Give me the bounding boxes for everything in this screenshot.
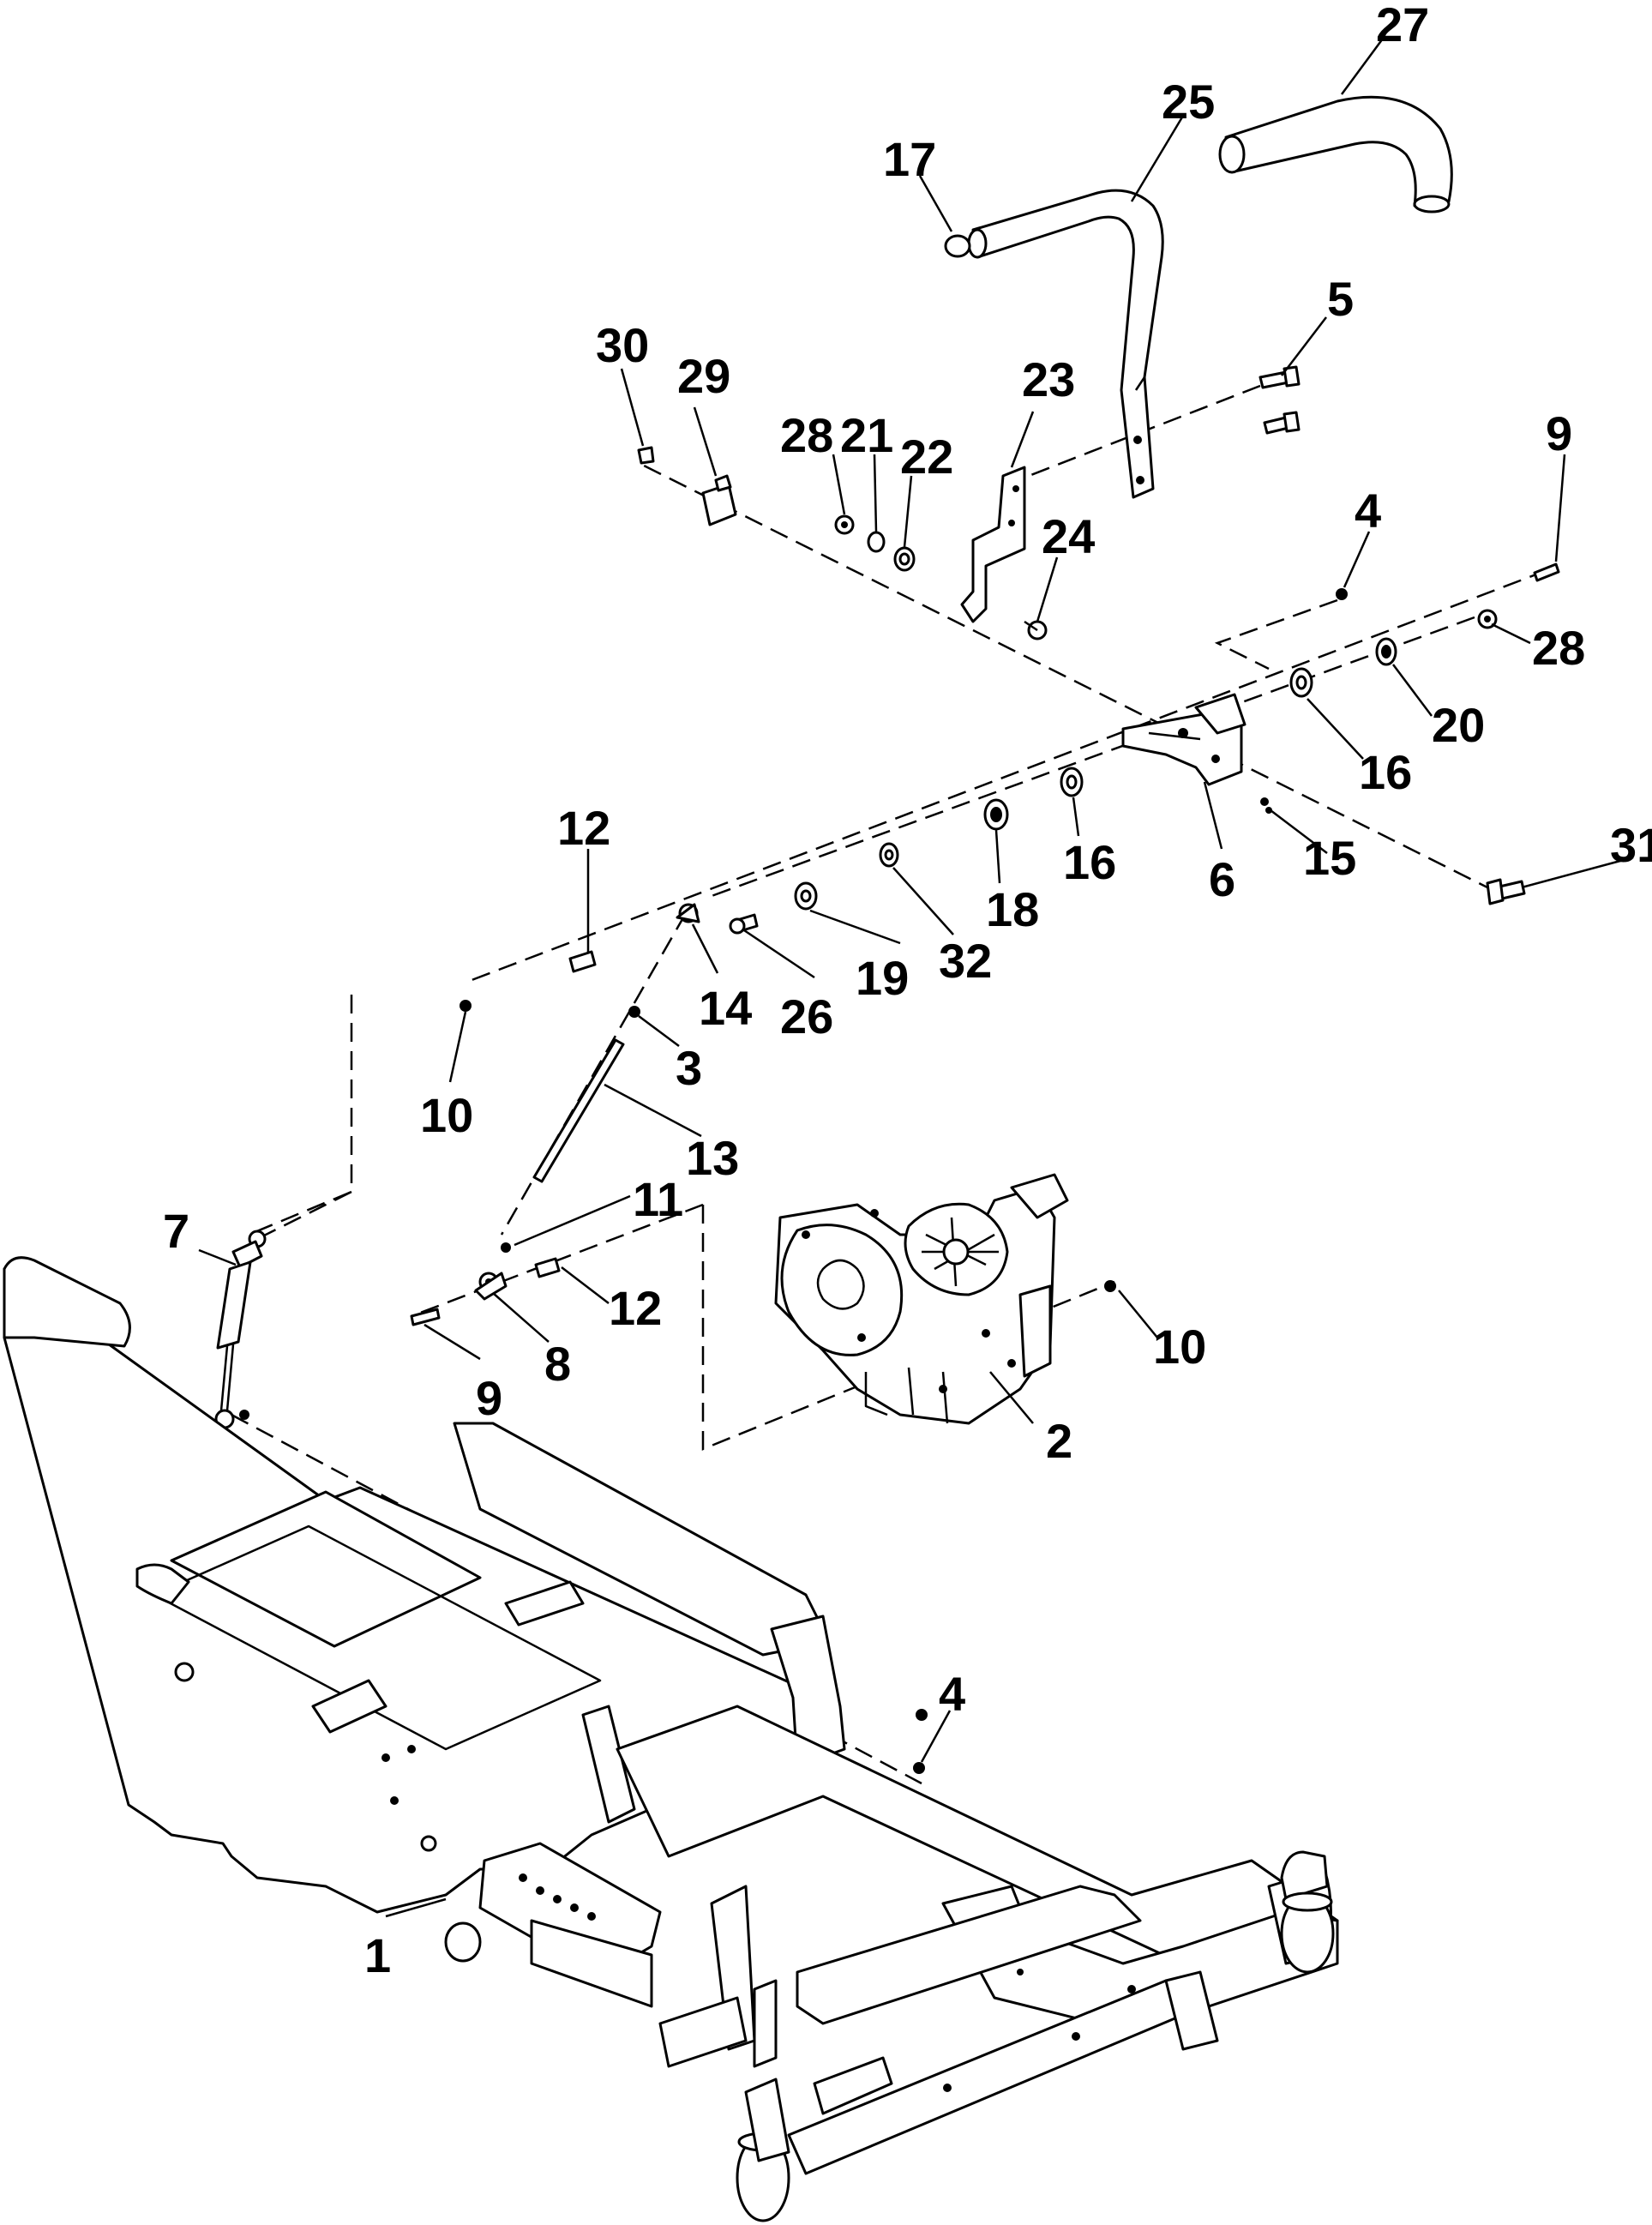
callout-18: 18 [986, 882, 1039, 936]
nut-10-upper [460, 1000, 472, 1012]
control-rod-part [501, 1006, 640, 1253]
rod-end-upper [568, 903, 700, 973]
callout-28-upper: 28 [780, 408, 833, 462]
nut-4-lower [913, 1762, 925, 1774]
fastener-set-upper [1260, 562, 1560, 905]
callout-9-lower: 9 [476, 1371, 502, 1425]
frame-part [3, 1256, 1339, 2222]
callout-9-upper: 9 [1546, 406, 1572, 460]
linkage-lower [410, 1257, 561, 1326]
callout-28-right: 28 [1532, 621, 1585, 675]
nut-10-right [1104, 1280, 1116, 1292]
callout-21: 21 [840, 408, 893, 462]
callout-1: 1 [364, 1928, 391, 1982]
callout-2: 2 [1046, 1414, 1072, 1468]
washer-set [834, 514, 1048, 640]
callout-24: 24 [1042, 509, 1095, 563]
callout-16-right: 16 [1359, 745, 1412, 799]
switch-part [701, 474, 737, 526]
end-cap-part [944, 234, 971, 258]
callout-4-upper: 4 [1355, 484, 1381, 538]
callout-14: 14 [699, 981, 752, 1035]
callout-15: 15 [1303, 831, 1356, 885]
screw-part [637, 446, 655, 465]
callout-23: 23 [1022, 352, 1075, 406]
leader-lines [198, 38, 1634, 1918]
callout-3: 3 [676, 1041, 702, 1095]
callout-26: 26 [780, 989, 833, 1043]
gas-spring-part [214, 1230, 267, 1429]
spacer-washers [794, 609, 1498, 911]
callout-29: 29 [677, 349, 730, 403]
callout-7: 7 [163, 1204, 189, 1258]
bolt-part [1259, 365, 1301, 435]
callout-11: 11 [633, 1172, 683, 1226]
callout-32: 32 [939, 934, 992, 988]
callout-19: 19 [856, 951, 909, 1005]
callout-8: 8 [544, 1337, 571, 1391]
callout-30: 30 [596, 318, 649, 372]
bolt-26-part [729, 913, 759, 935]
transmission-part [774, 1173, 1069, 1425]
callout-31: 31 [1610, 818, 1652, 872]
handle-bar-part [967, 189, 1164, 499]
callout-20: 20 [1432, 698, 1485, 752]
callout-27: 27 [1376, 0, 1429, 51]
callout-10-upper: 10 [420, 1088, 473, 1142]
callout-25: 25 [1162, 75, 1215, 129]
callout-22: 22 [900, 430, 953, 484]
bracket-part [960, 466, 1026, 623]
callout-12-upper: 12 [557, 801, 610, 855]
callout-12-lower: 12 [609, 1281, 662, 1335]
handle-grip-part [1218, 95, 1453, 213]
callout-16-mid: 16 [1063, 835, 1116, 889]
callout-4-lower: 4 [939, 1667, 965, 1721]
callout-5: 5 [1327, 272, 1354, 326]
pivot-bracket-part [1121, 693, 1247, 786]
callout-10-right: 10 [1153, 1320, 1206, 1374]
callout-6: 6 [1209, 852, 1235, 906]
callout-17: 17 [883, 132, 936, 186]
callout-numbers: 27 25 17 5 30 29 23 28 21 22 24 9 4 28 2… [163, 0, 1652, 1982]
callout-13: 13 [686, 1131, 739, 1185]
